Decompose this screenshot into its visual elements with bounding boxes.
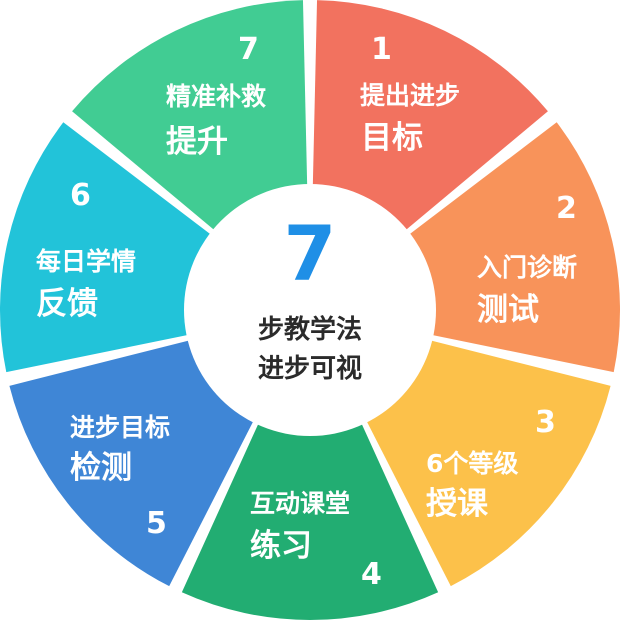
step-6-number: 6 bbox=[70, 178, 91, 213]
step-2-number: 2 bbox=[556, 191, 577, 226]
center-line-2: 进步可视 bbox=[258, 353, 362, 384]
step-4-number: 4 bbox=[361, 557, 382, 592]
step-7-number: 7 bbox=[238, 32, 259, 67]
step-7-title: 提升 bbox=[166, 124, 228, 160]
step-1-title: 目标 bbox=[361, 120, 423, 156]
step-3-subtitle: 6个等级 bbox=[426, 449, 518, 478]
step-3-title: 授课 bbox=[426, 486, 489, 522]
step-6-subtitle: 每日学情 bbox=[36, 247, 136, 276]
step-4-subtitle: 互动课堂 bbox=[250, 489, 350, 518]
center-disc bbox=[184, 184, 436, 436]
step-4-title: 练习 bbox=[250, 528, 312, 564]
center-number: 7 bbox=[284, 209, 337, 298]
step-2-title: 测试 bbox=[477, 292, 539, 328]
step-5-title: 检测 bbox=[70, 450, 132, 486]
step-1-number: 1 bbox=[371, 32, 392, 67]
step-6-title: 反馈 bbox=[36, 286, 98, 322]
step-2-subtitle: 入门诊断 bbox=[477, 253, 577, 282]
step-5-number: 5 bbox=[146, 506, 167, 541]
center-line-1: 步教学法 bbox=[258, 314, 362, 345]
step-1-subtitle: 提出进步 bbox=[360, 81, 460, 110]
step-5-subtitle: 进步目标 bbox=[70, 413, 170, 442]
segment-step-4 bbox=[181, 310, 439, 620]
step-3-number: 3 bbox=[535, 405, 556, 440]
step-7-subtitle: 精准补救 bbox=[166, 82, 266, 111]
